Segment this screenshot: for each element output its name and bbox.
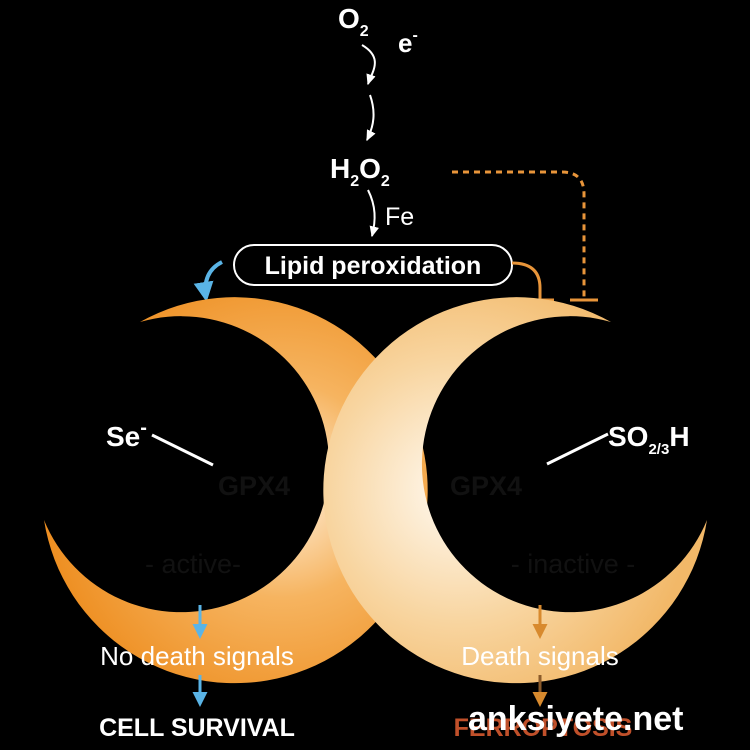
lipid-peroxidation-label: Lipid peroxidation xyxy=(265,252,482,280)
watermark: anksiyete.net xyxy=(468,700,684,738)
death-signals-label: Death signals xyxy=(461,641,619,671)
inactive-state-label: - inactive - xyxy=(511,549,636,579)
dashed-inhibition-line xyxy=(452,170,586,300)
arrow-peroxide-to-lipid xyxy=(367,189,379,238)
no-death-signals-label: No death signals xyxy=(100,641,294,671)
ferroptosis-label: FERROPTOSIS xyxy=(454,714,633,742)
selenium-label: Se- xyxy=(106,417,147,452)
selenium-bond xyxy=(151,433,214,467)
lipid-inhibition-line xyxy=(511,261,542,300)
sulfinic-label: SO2/3H xyxy=(608,421,690,458)
sulfinic-bond xyxy=(546,432,609,466)
arrow-oxygen-to-peroxide-2 xyxy=(366,94,376,142)
oxygen-label: O2 xyxy=(338,3,369,40)
hydrogen-peroxide-label: H2O2 xyxy=(330,153,390,190)
active-gpx4-label: GPX4 xyxy=(218,471,290,501)
active-state-label: - active- xyxy=(145,549,241,579)
electron-label: e- xyxy=(398,27,418,58)
active-gpx4-crescent xyxy=(44,297,428,684)
inactive-gpx4-label: GPX4 xyxy=(450,471,522,501)
cell-survival-label: CELL SURVIVAL xyxy=(99,714,295,742)
arrow-lipid-to-active-gpx4 xyxy=(193,260,223,302)
inactive-gpx4-crescent xyxy=(323,297,707,684)
iron-label: Fe xyxy=(385,203,414,231)
lipid-peroxidation-box xyxy=(233,244,513,286)
arrow-oxygen-to-peroxide-1 xyxy=(361,44,376,86)
